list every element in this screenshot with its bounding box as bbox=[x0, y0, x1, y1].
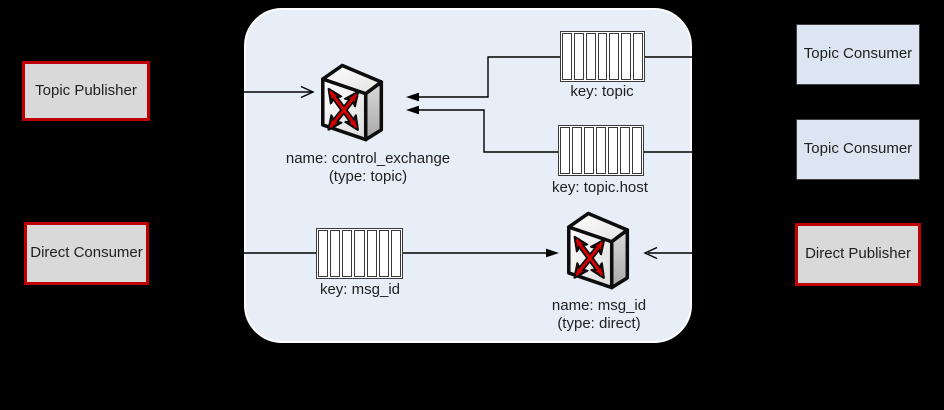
queue-topic-label: key: topic bbox=[570, 83, 634, 100]
topic-consumer-1-box: Topic Consumer bbox=[796, 24, 920, 85]
direct-exchange-icon bbox=[567, 211, 630, 290]
topic-publisher-label: Topic Publisher bbox=[35, 81, 137, 99]
queue-cell bbox=[621, 33, 632, 80]
topic-consumer-2-label: Topic Consumer bbox=[803, 140, 913, 158]
queue-cell bbox=[318, 230, 329, 277]
control-exchange-name: name: control_exchange bbox=[285, 150, 451, 167]
queue-cell bbox=[560, 127, 570, 174]
topic-publisher-box: Topic Publisher bbox=[22, 61, 150, 121]
direct-exchange-type: (type: direct) bbox=[557, 314, 641, 332]
queue-cell bbox=[390, 230, 401, 277]
control-exchange-type: (type: topic) bbox=[328, 167, 408, 185]
topic-consumer-2-box: Topic Consumer bbox=[796, 119, 920, 180]
queue-cell bbox=[342, 230, 353, 277]
queue-cell bbox=[620, 127, 630, 174]
queue-cell bbox=[354, 230, 365, 277]
direct-consumer-box: Direct Consumer bbox=[24, 222, 149, 285]
queue-cell bbox=[573, 33, 584, 80]
control-exchange-icon bbox=[321, 63, 384, 142]
queue-topic-host-label: key: topic.host bbox=[552, 179, 648, 196]
queue-cell bbox=[330, 230, 341, 277]
direct-publisher-label: Direct Publisher bbox=[805, 245, 911, 263]
queue-msg-id bbox=[316, 228, 403, 279]
queue-cell bbox=[633, 33, 644, 80]
queue-msg-id-label: key: msg_id bbox=[319, 281, 401, 298]
topic-consumer-1-label: Topic Consumer bbox=[803, 45, 913, 63]
direct-exchange-name: name: msg_id bbox=[551, 297, 647, 314]
queue-cell bbox=[596, 127, 606, 174]
queue-topic bbox=[560, 31, 645, 82]
queue-cell bbox=[609, 33, 620, 80]
queue-cell bbox=[366, 230, 377, 277]
direct-exchange-label: name: msg_id(type: direct) bbox=[499, 297, 699, 332]
queue-cell bbox=[378, 230, 389, 277]
direct-consumer-label: Direct Consumer bbox=[30, 244, 143, 262]
queue-cell bbox=[632, 127, 642, 174]
queue-cell bbox=[584, 127, 594, 174]
control-exchange-label: name: control_exchange(type: topic) bbox=[268, 150, 468, 185]
queue-cell bbox=[562, 33, 572, 80]
queue-cell bbox=[597, 33, 608, 80]
queue-cell bbox=[585, 33, 596, 80]
queue-cell bbox=[608, 127, 618, 174]
queue-topic-host bbox=[558, 125, 644, 176]
direct-publisher-box: Direct Publisher bbox=[795, 223, 921, 286]
queue-cell bbox=[572, 127, 582, 174]
